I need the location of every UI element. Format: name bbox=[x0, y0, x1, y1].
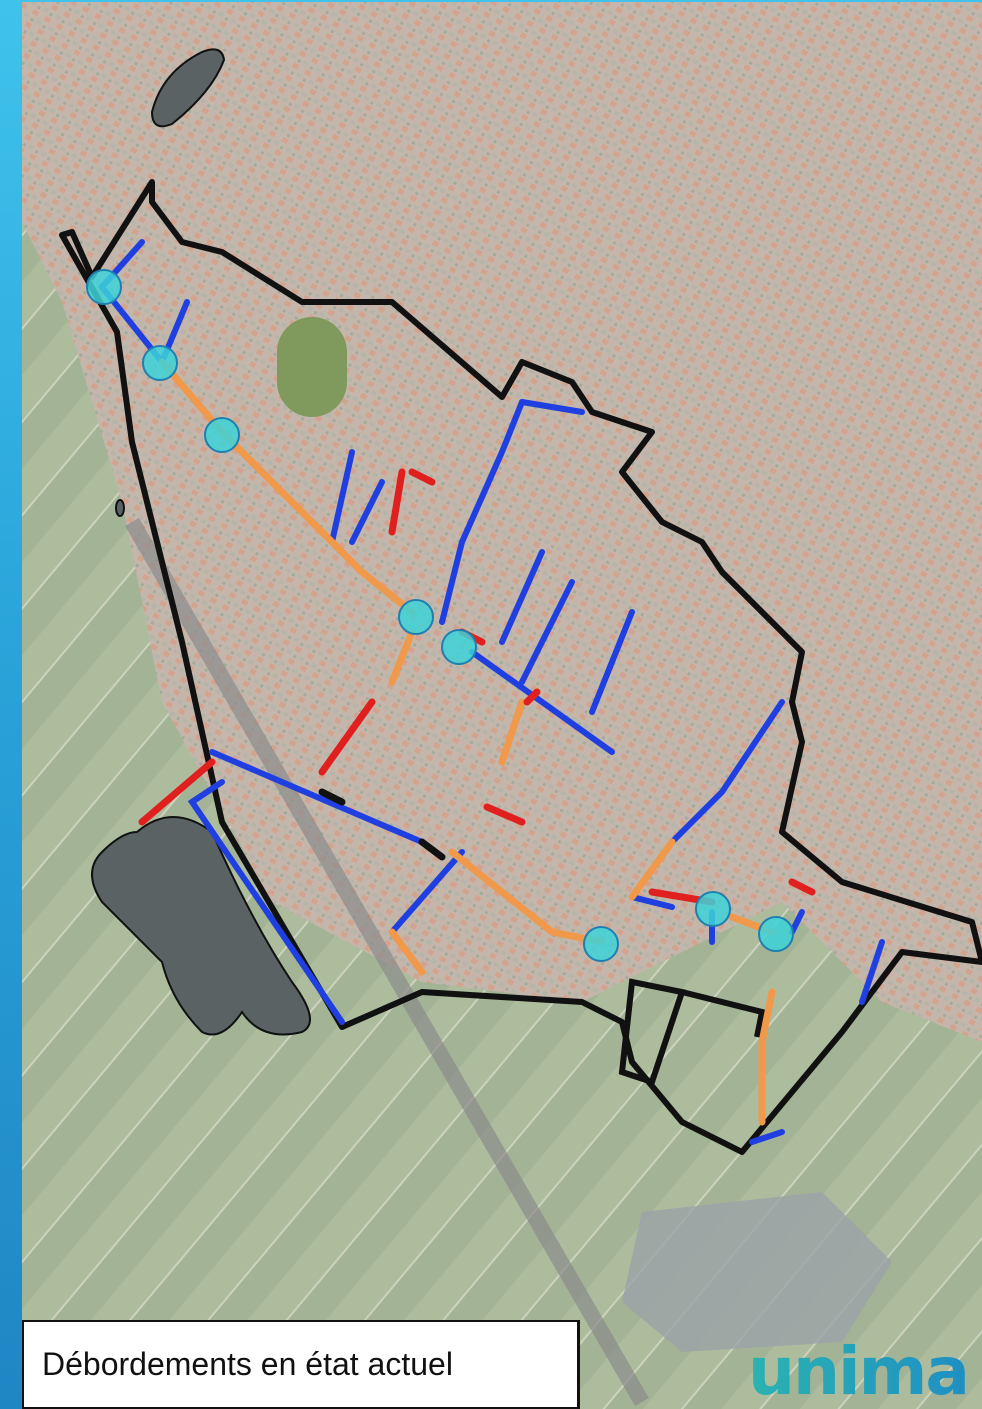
map-panel[interactable] bbox=[22, 2, 982, 1409]
circle-marker-icon bbox=[204, 417, 240, 453]
pipes-no-overflow bbox=[98, 239, 885, 1145]
study-area-subsection bbox=[618, 978, 686, 1086]
circle-marker-icon bbox=[398, 599, 434, 635]
study-area-perimeter bbox=[59, 179, 982, 1155]
map-caption: Débordements en état actuel bbox=[22, 1320, 580, 1409]
retention-basin-south bbox=[91, 816, 311, 1036]
network-nodes bbox=[86, 269, 794, 962]
circle-marker-icon bbox=[583, 926, 619, 962]
small-basin bbox=[115, 499, 125, 517]
retention-basin-north bbox=[150, 48, 226, 128]
overflow-map[interactable] bbox=[22, 2, 982, 1409]
sports-field bbox=[277, 317, 347, 417]
aerial-industrial-area bbox=[622, 1192, 892, 1352]
logo-wordmark: unima bbox=[748, 1333, 970, 1400]
pipes-other bbox=[318, 788, 446, 861]
circle-marker-icon bbox=[695, 891, 731, 927]
caption-title: Débordements en état actuel bbox=[42, 1346, 453, 1382]
circle-marker-icon bbox=[758, 916, 794, 952]
logo-text: unima bbox=[748, 1333, 968, 1400]
circle-marker-icon bbox=[441, 629, 477, 665]
motorway bbox=[125, 517, 649, 1407]
study-area-inner-boundary bbox=[681, 989, 766, 1038]
aerial-urban-area bbox=[22, 2, 982, 1042]
circle-marker-icon bbox=[142, 345, 178, 381]
circle-marker-icon bbox=[86, 269, 122, 305]
aerial-haze bbox=[22, 2, 982, 1409]
unima-logo: unima bbox=[746, 1330, 982, 1400]
